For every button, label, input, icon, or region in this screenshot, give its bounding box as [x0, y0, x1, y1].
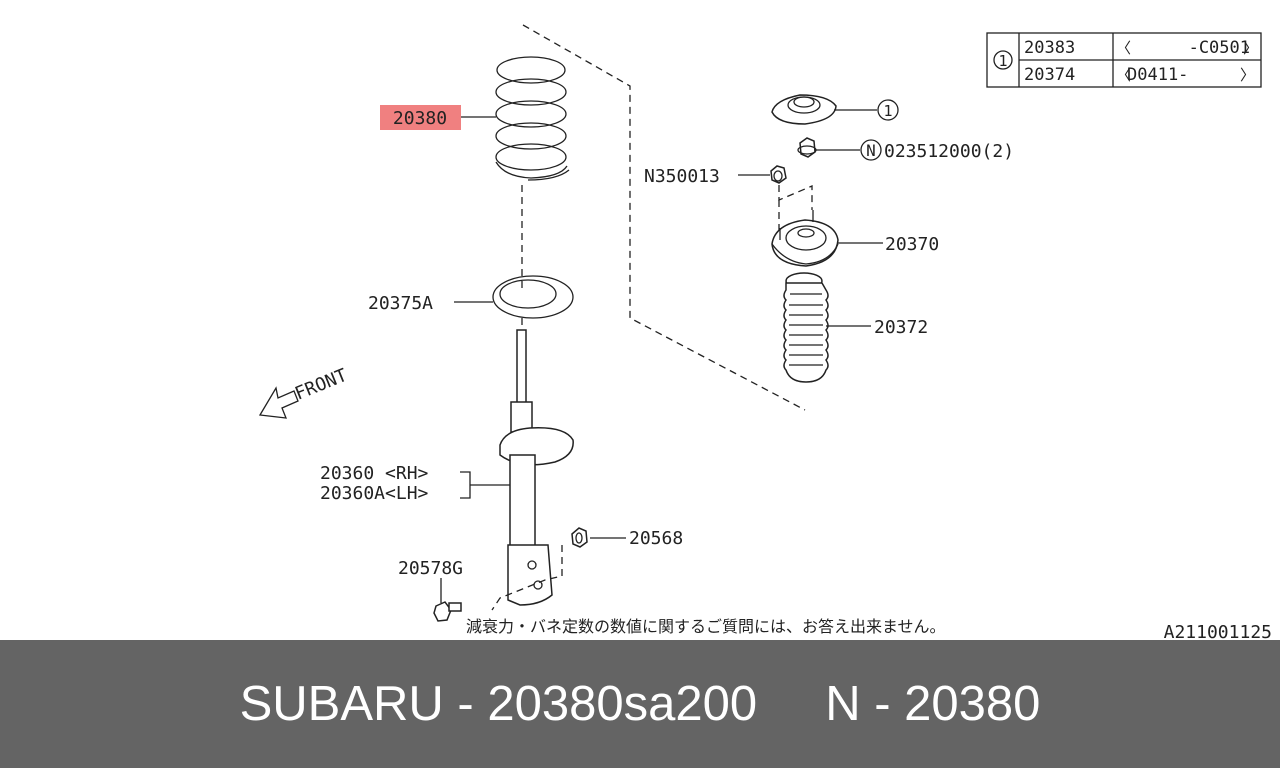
table-range-code: -C0501 — [1189, 38, 1250, 58]
boot-label[interactable]: 20372 — [874, 317, 928, 338]
flange-nut-drawing — [797, 137, 817, 158]
strut-lh-label[interactable]: 20360A<LH> — [320, 483, 429, 504]
parts-diagram: 1 20383 〈 -C0501 〉 20374 〈 D0411- 〉 — [258, 24, 1272, 640]
spring-seat-label[interactable]: 20375A — [368, 293, 433, 314]
strut-rh-label[interactable]: 20360 <RH> — [320, 463, 429, 484]
coil-spring-drawing — [495, 56, 570, 181]
footer-text: SUBARU - 20380sa200 N - 20380 — [239, 677, 1041, 731]
table-part-number: 20383 — [1024, 38, 1075, 58]
table-range-open: 〈 — [1116, 39, 1131, 57]
leader-strut-bracket — [460, 471, 471, 499]
mount-cap-callout-circle — [877, 99, 899, 121]
table-part-number: 20374 — [1024, 65, 1075, 85]
nut-n350013-drawing — [770, 165, 787, 184]
spring-seat-drawing — [492, 275, 574, 319]
flange-nut-marker-circle — [860, 139, 882, 161]
strut-mount-drawing — [771, 210, 839, 267]
table-callout-circle — [993, 50, 1013, 70]
coil-spring-label[interactable]: 20380 — [393, 108, 447, 129]
flange-nut-marker: N — [866, 141, 876, 160]
diagram-code: A211001125 — [1164, 622, 1272, 640]
nut-20568-label[interactable]: 20568 — [629, 528, 683, 549]
table-range-close: 〉 — [1243, 39, 1258, 57]
strut-drawing — [491, 318, 574, 611]
mount-cap-drawing — [771, 94, 837, 125]
bump-boot-drawing — [783, 272, 829, 383]
table-range-code: D0411- — [1127, 65, 1188, 85]
table-callout-number: 1 — [998, 52, 1007, 70]
bolt-label[interactable]: 20578G — [398, 558, 463, 579]
table-range-close: 〉 — [1240, 66, 1255, 84]
mount-label[interactable]: 20370 — [885, 234, 939, 255]
front-label: FRONT — [292, 365, 350, 405]
highlight-box — [380, 105, 461, 130]
nut-n350013-label[interactable]: N350013 — [644, 166, 720, 187]
mount-cap-callout[interactable]: 1 — [883, 102, 892, 120]
note-text: 減衰力・バネ定数の数値に関するご質問には、お答え出来ません。 — [466, 617, 946, 636]
front-arrow-icon — [258, 386, 299, 419]
bolt-drawing — [433, 601, 462, 622]
mount-dash-line — [778, 185, 813, 210]
table-range-open: 〈 — [1116, 66, 1131, 84]
nut-20568-drawing — [571, 527, 588, 548]
assembly-dash-line — [522, 24, 806, 411]
flange-nut-label[interactable]: 023512000(2) — [884, 141, 1014, 162]
footer-bar: SUBARU - 20380sa200 N - 20380 — [0, 640, 1280, 768]
reference-table: 1 20383 〈 -C0501 〉 20374 〈 D0411- 〉 — [986, 32, 1262, 88]
